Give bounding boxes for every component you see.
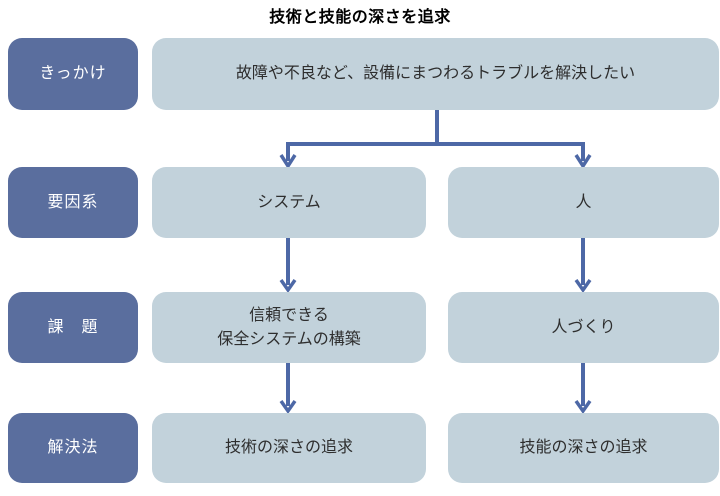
- arrowhead-solution-right: [574, 399, 592, 415]
- row-label-solution: 解決法: [8, 413, 138, 483]
- row-label-trigger: きっかけ: [8, 38, 138, 110]
- node-system: システム: [152, 167, 426, 238]
- node-trigger: 故障や不良など、設備にまつわるトラブルを解決したい: [152, 38, 719, 110]
- node-technology-depth: 技術の深さの追求: [152, 413, 426, 483]
- arrowhead-people: [574, 154, 592, 170]
- arrowhead-task-right: [574, 278, 592, 294]
- node-people-development: 人づくり: [448, 292, 719, 363]
- diagram-title: 技術と技能の深さを追求: [269, 9, 451, 26]
- arrowhead-solution-left: [279, 399, 297, 415]
- arrowhead-task-left: [279, 278, 297, 294]
- node-reliable-maintenance-system: 信頼できる 保全システムの構築: [152, 292, 426, 363]
- row-label-factor: 要因系: [8, 167, 138, 238]
- node-people: 人: [448, 167, 719, 238]
- node-skill-depth: 技能の深さの追求: [448, 413, 719, 483]
- arrowhead-system: [279, 154, 297, 170]
- row-label-task: 課 題: [8, 292, 138, 363]
